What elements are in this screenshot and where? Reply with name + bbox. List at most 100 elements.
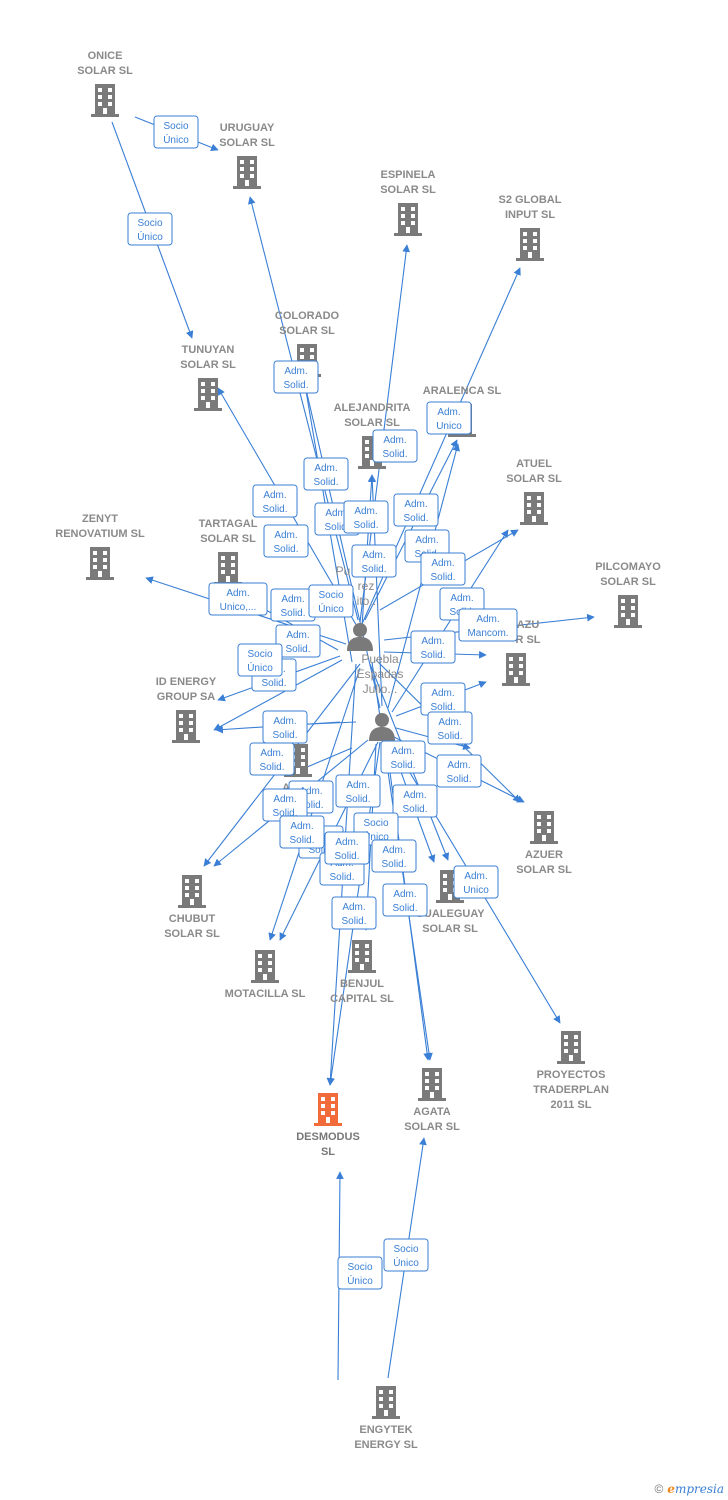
relation-label-r5[interactable]: Adm.Solid. [372,429,418,463]
company-label: SOLAR SL [422,923,478,935]
relation-label-r6[interactable]: Adm.Solid. [303,457,349,491]
relation-text: Solid. [341,916,366,927]
relation-text: Solid. [262,504,287,515]
relation-box [303,457,349,491]
relation-label-r33[interactable]: Adm.Solid. [392,784,438,818]
person-node-person1[interactable]: Purezito... [336,564,380,651]
relation-label-r14[interactable]: Adm. Solid. [420,552,466,586]
relation-text: Adm. [391,746,414,757]
relation-label-r40[interactable]: Adm.Solid. [324,831,370,865]
relation-text: Adm. [354,506,377,517]
company-label: ONICE [88,50,123,62]
relation-text: Solid. [334,851,359,862]
relation-label-r25[interactable]: Adm.Solid. [262,710,308,744]
relation-text: Único [347,1274,373,1287]
relation-label-r28[interactable]: Adm.Solid. [380,740,426,774]
company-label: SOLAR SL [200,533,256,545]
relation-text: Solid. [283,380,308,391]
company-label: SOLAR SL [219,137,275,149]
relation-label-r26[interactable]: Adm.Solid. [427,711,473,745]
relation-label-r7[interactable]: Adm.Solid. [252,484,298,518]
person-node-person2[interactable]: PueblaEspadasJulio... [357,652,404,741]
relation-text: Solid. [273,544,298,555]
relation-label-r16[interactable]: Adm.Unico,... [208,582,268,616]
company-label: SOLAR SL [279,325,335,337]
company-label: PROYECTOS [537,1069,606,1081]
company-label: ENERGY SL [354,1439,418,1451]
relation-label-r17[interactable]: Adm.Solid. [270,588,316,622]
relation-label-r21[interactable]: Adm.Solid. [410,630,456,664]
relation-text: Solid. [345,794,370,805]
relation-box [263,524,309,558]
relation-label-r24[interactable]: Adm.Solid. [420,682,466,716]
relation-label-r9[interactable]: Adm.Solid. [343,500,389,534]
company-label: TUNUYAN [182,344,235,356]
relation-label-r20[interactable]: Adm.Mancom. [458,608,518,642]
relation-box [208,582,268,616]
relation-text: Adm. [342,902,365,913]
company-label: GROUP SA [157,691,216,703]
footer-brand[interactable]: © empresia [654,1482,724,1496]
relation-text: Adm. [382,845,405,856]
relation-text: Adm. [438,717,461,728]
relation-label-r41[interactable]: Adm.Unico [453,865,499,899]
company-label: AGATA [413,1106,451,1118]
company-node-aralenca[interactable]: ARALENCA SL [423,385,502,437]
company-label: RENOVATIUM SL [55,528,145,540]
company-node-onice[interactable]: ONICE SOLAR SL [77,50,133,117]
relation-label-r19[interactable]: Adm.Solid. [275,624,321,658]
relation-label-r12[interactable]: Adm.Solid. [351,544,397,578]
relation-text: Adm. [431,558,454,569]
relation-label-r10[interactable]: Adm.Solid. [393,493,439,527]
relation-text: Solid. [259,762,284,773]
relation-text: Adm. [403,790,426,801]
company-label: ESPINELA [380,169,435,181]
relation-label-r11[interactable]: Adm.Solid. [263,524,309,558]
relation-label-r42[interactable]: Adm.Solid. [279,815,325,849]
relation-label-r38[interactable]: Adm. Solid. [331,896,377,930]
relation-label-r3[interactable]: Adm.Solid. [273,360,319,394]
relation-label-r39[interactable]: Adm.Solid. [382,883,428,917]
relation-label-r29[interactable]: Adm.Solid. [436,754,482,788]
relation-label-r31[interactable]: Adm.Solid. [335,774,381,808]
building-icon [502,653,530,686]
relation-text: Socio [363,818,388,829]
company-label: BENJUL [340,978,384,990]
company-node-motacilla[interactable]: MOTACILLA SL [225,950,306,1000]
relation-label-r37[interactable]: Adm.Solid. [371,839,417,873]
relation-label-r27[interactable]: Adm.Solid. [249,742,295,776]
relation-text: Solid. [430,572,455,583]
company-label: TRADERPLAN [533,1084,609,1096]
relation-label-r4[interactable]: Adm.Unico [426,401,472,435]
company-label: SOLAR SL [77,65,133,77]
relation-text: Único [247,661,273,674]
relation-text: Solid. [430,702,455,713]
company-label: AZUER [525,849,563,861]
